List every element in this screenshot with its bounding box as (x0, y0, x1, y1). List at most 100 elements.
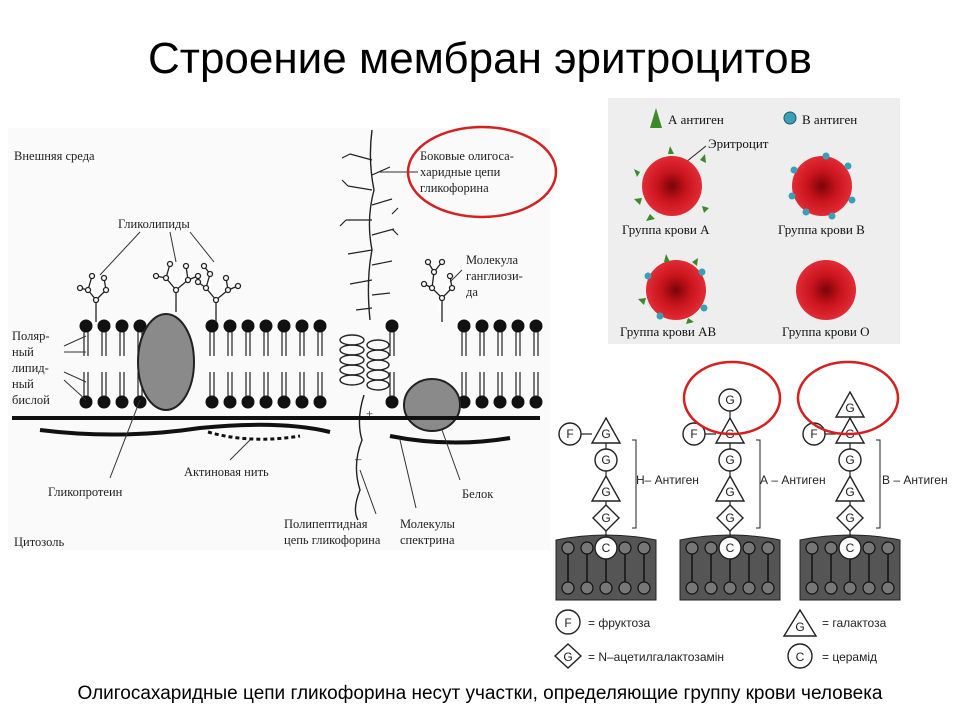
label-bilayer-4: ный (12, 377, 34, 391)
legend-ceramide-icon (787, 643, 813, 669)
lipid-bilayer (79, 319, 543, 409)
membrane-lipid-head (580, 581, 594, 595)
membrane-lipid-head (685, 541, 699, 555)
label-glycolipids: Гликолипиды (118, 217, 190, 231)
label-bilayer-5: бислой (12, 393, 50, 407)
lipid-head (79, 319, 93, 333)
glycan-residue (838, 448, 862, 472)
highlight-circle-a-antigen (682, 360, 782, 436)
glycan-residue-letter: G (845, 453, 854, 467)
lipid-head (529, 395, 543, 409)
label-actin: Актиновая нить (184, 465, 269, 479)
membrane-lipid-head (742, 541, 756, 555)
membrane-lipid-head (685, 581, 699, 595)
glycophorin-helix (339, 334, 390, 391)
glycophorin-chain (367, 129, 375, 321)
label-ganglioside-1: Молекула (466, 253, 519, 267)
membrane-diagram: + – (8, 125, 558, 550)
lipid-head (205, 395, 219, 409)
label-group-ab: Группа крови АВ (620, 324, 717, 339)
membrane-lipid-head (881, 541, 895, 555)
membrane-lipid-head (618, 541, 632, 555)
actin-filament (207, 430, 301, 441)
slide-title: Строение мембран эритроцитов (148, 34, 812, 83)
label-glycoprotein: Гликопротеин (48, 485, 123, 499)
glycan-residue-letter: G (725, 453, 734, 467)
label-a-antigen: А – Антиген (760, 473, 826, 487)
glycan-ceramide (838, 536, 862, 560)
antigen-a-icon (650, 108, 662, 128)
membrane-lipid-head (805, 541, 819, 555)
label-glycophorin-side-1: Боковые олигоса- (420, 149, 514, 163)
label-spectrin-1: Молекулы (400, 517, 456, 531)
glycan-top-residue-letter: G (725, 393, 734, 407)
cell-group-ab (638, 254, 708, 324)
lipid-head (295, 395, 309, 409)
label-ganglioside-3: да (466, 285, 478, 299)
glycan-nacetyl-letter: G (725, 511, 734, 525)
label-glycophorin-side-3: гликофорина (420, 181, 489, 195)
membrane-lipid-head (723, 581, 737, 595)
label-glycophorin-side-2: харидные цепи (420, 165, 501, 179)
label-bilayer-3: липид- (12, 361, 49, 375)
minus-sign: – (354, 452, 362, 466)
glycan-ceramide (594, 536, 618, 560)
glycan-residue (718, 448, 742, 472)
glycan-ceramide-letter: C (846, 541, 855, 555)
glycoprotein-shape (137, 313, 195, 411)
membrane-lipid-head (580, 541, 594, 555)
lipid-head (115, 319, 129, 333)
protein-shape (403, 378, 461, 432)
membrane-lipid-head (824, 541, 838, 555)
glycan-fructose-letter: F (690, 427, 697, 441)
glycan-fructose (558, 422, 582, 446)
lipid-head (97, 319, 111, 333)
lipid-head (457, 319, 471, 333)
lipid-head (313, 395, 327, 409)
legend-nacetyl: = N–ацетилгалактозамін (588, 650, 724, 664)
lipid-head (511, 319, 525, 333)
glycan-fructose-letter: F (566, 427, 573, 441)
legend-galactose: = галактоза (822, 616, 887, 630)
label-h-antigen: Н– Антиген (636, 473, 699, 487)
label-ganglioside-2: ганглиози- (466, 269, 523, 283)
glycan-fructose-letter: F (810, 427, 817, 441)
antigen-panel: А антиген В антиген Эритроцит Группа кро… (608, 98, 900, 344)
glycan-galactose-letter: G (601, 427, 610, 441)
membrane-lipid-head (742, 581, 756, 595)
glycan-galactose (590, 474, 622, 502)
glycan-galactose-letter: G (845, 485, 854, 499)
lipid-head (295, 319, 309, 333)
highlight-circle-glycophorin (406, 125, 558, 219)
highlight-circle-b-antigen (796, 360, 900, 436)
membrane-lipid-head (761, 541, 775, 555)
glycan-galactose (590, 416, 622, 444)
glycan-galactose (714, 416, 746, 444)
leader-lines (63, 171, 463, 515)
label-outer-env: Внешняя среда (14, 149, 95, 163)
membrane-lipid-head (824, 581, 838, 595)
cell-group-o (796, 260, 856, 320)
membrane-lipid-head (761, 581, 775, 595)
membrane-lipid-head (704, 541, 718, 555)
glycan-ceramide-letter: C (602, 541, 611, 555)
lipid-head (493, 395, 507, 409)
label-group-o: Группа крови О (782, 324, 870, 339)
lipid-head (511, 395, 525, 409)
spectrin-network (12, 416, 540, 445)
membrane-lipid-head (599, 581, 613, 595)
lipid-head (475, 395, 489, 409)
label-polypeptide-2: цепь гликофорина (284, 533, 381, 547)
label-bilayer-1: Поляр- (12, 329, 50, 343)
cell-group-a (634, 146, 709, 221)
cell-group-b (788, 152, 856, 220)
lipid-head (241, 319, 255, 333)
glycan-legend: F = фруктоза G = N–ацетилгалактозамін G … (553, 608, 887, 669)
lipid-head (115, 395, 129, 409)
glycan-nacetyl-letter: G (601, 511, 610, 525)
membrane-lipid-head (637, 581, 651, 595)
lipid-head (97, 395, 111, 409)
